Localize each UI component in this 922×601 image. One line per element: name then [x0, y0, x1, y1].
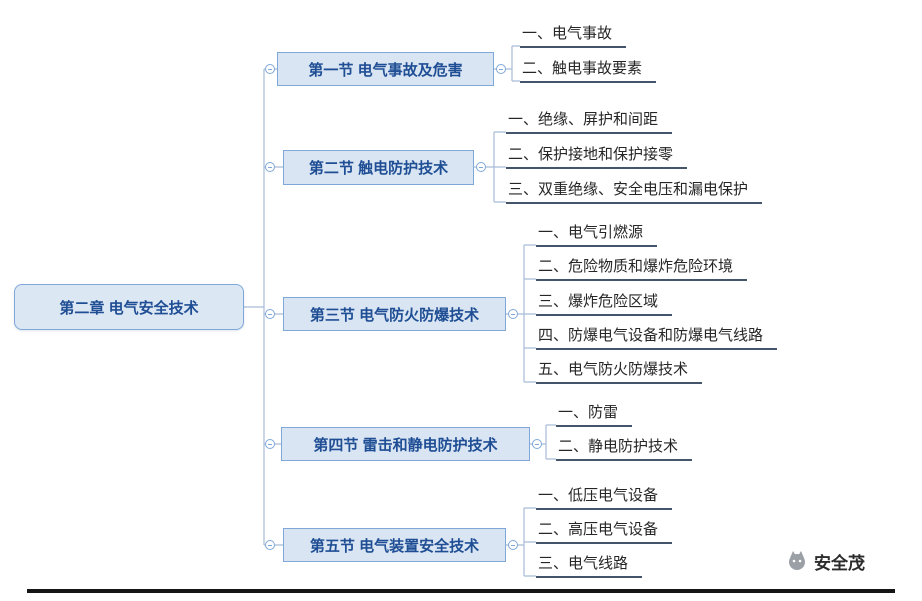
collapse-toggle[interactable]: [265, 309, 275, 319]
leaf-node[interactable]: 二、静电防护技术: [556, 436, 693, 461]
collapse-toggle[interactable]: [532, 439, 542, 449]
leaf-node[interactable]: 二、触电事故要素: [520, 58, 657, 83]
anquanmao-logo-icon: [789, 551, 805, 570]
leaf-node[interactable]: 五、电气防火防爆技术: [536, 359, 703, 384]
leaf-node[interactable]: 二、危险物质和爆炸危险环境: [536, 256, 748, 281]
leaf-node[interactable]: 二、保护接地和保护接零: [506, 144, 688, 169]
section-node-2[interactable]: 第二节 触电防护技术: [283, 150, 474, 185]
collapse-toggle[interactable]: [496, 64, 506, 74]
section-node-4[interactable]: 第四节 雷击和静电防护技术: [281, 427, 530, 461]
collapse-toggle[interactable]: [476, 162, 486, 172]
watermark-text: 安全茂: [814, 553, 865, 573]
collapse-toggle[interactable]: [265, 439, 275, 449]
collapse-toggle[interactable]: [508, 309, 518, 319]
section-node-3[interactable]: 第三节 电气防火防爆技术: [283, 297, 506, 331]
watermark: 安全茂: [784, 548, 865, 574]
leaf-node[interactable]: 二、高压电气设备: [536, 519, 673, 544]
leaf-node[interactable]: 三、双重绝缘、安全电压和漏电保护: [506, 179, 763, 204]
leaf-node[interactable]: 一、低压电气设备: [536, 485, 673, 510]
leaf-node[interactable]: 一、电气事故: [520, 23, 627, 48]
leaf-node[interactable]: 一、防雷: [556, 402, 633, 427]
leaf-node[interactable]: 三、爆炸危险区域: [536, 291, 673, 316]
bottom-divider: [27, 589, 895, 593]
root-node-chapter[interactable]: 第二章 电气安全技术: [14, 284, 244, 330]
leaf-node[interactable]: 三、电气线路: [536, 553, 643, 578]
section-node-5[interactable]: 第五节 电气装置安全技术: [283, 528, 506, 562]
leaf-node[interactable]: 一、电气引燃源: [536, 222, 658, 247]
collapse-toggle[interactable]: [265, 162, 275, 172]
collapse-toggle[interactable]: [508, 540, 518, 550]
leaf-node[interactable]: 一、绝缘、屏护和间距: [506, 109, 673, 134]
leaf-node[interactable]: 四、防爆电气设备和防爆电气线路: [536, 325, 778, 350]
collapse-toggle[interactable]: [265, 540, 275, 550]
collapse-toggle[interactable]: [265, 64, 275, 74]
section-node-1[interactable]: 第一节 电气事故及危害: [277, 52, 494, 86]
